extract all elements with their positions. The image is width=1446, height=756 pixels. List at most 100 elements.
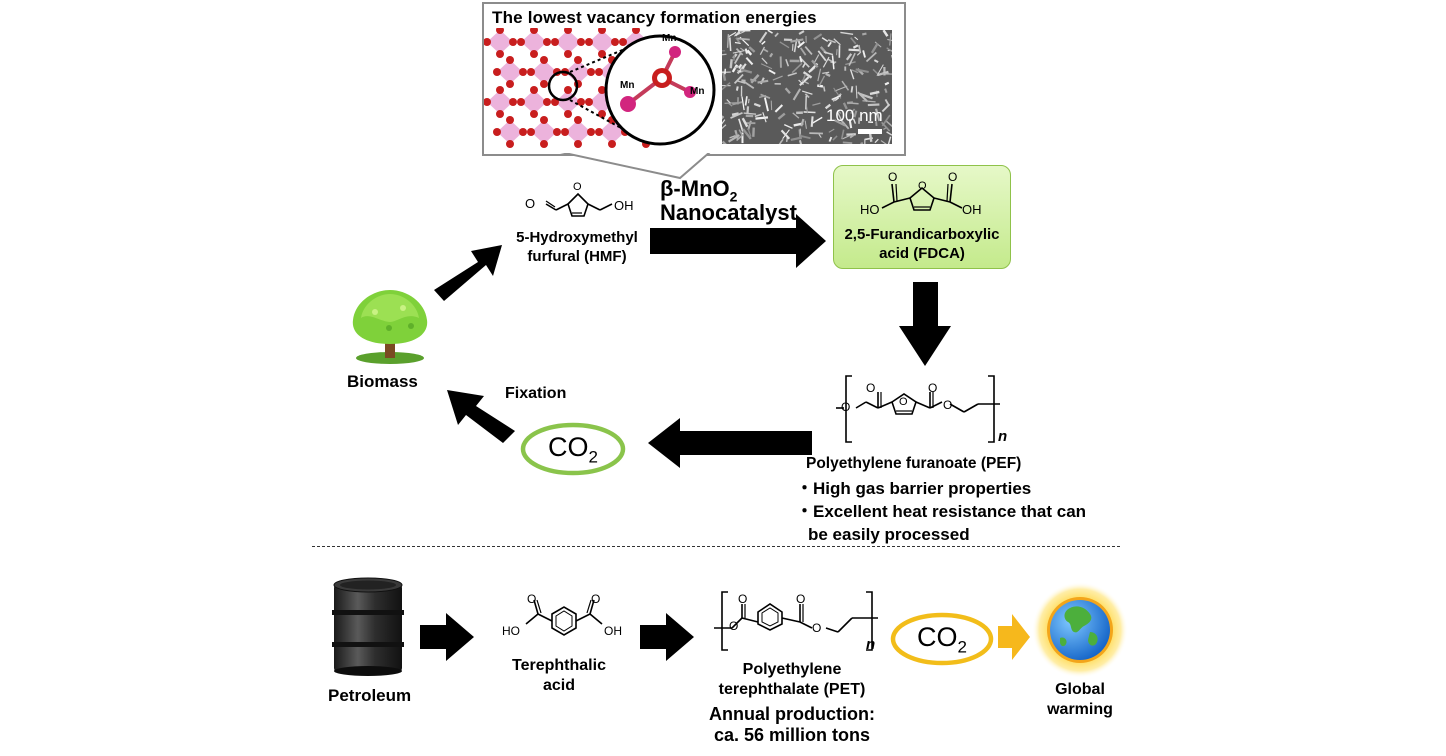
sem-texture-stroke <box>845 53 853 61</box>
global-warming-line2: warming <box>1047 701 1113 718</box>
pef-ester-o-right: O <box>943 398 953 412</box>
sem-texture-stroke <box>761 57 768 65</box>
sem-texture-stroke <box>812 102 821 106</box>
fdca-structure <box>881 183 963 211</box>
sem-texture-stroke <box>848 48 860 52</box>
tpa-ho: HO <box>502 624 520 638</box>
sem-texture-stroke <box>832 135 838 141</box>
hmf-name-line2: furfural (HMF) <box>527 248 627 265</box>
hmf-oh: OH <box>614 198 634 213</box>
sem-texture-stroke <box>738 63 747 73</box>
pet-name-line2: terephthalate (PET) <box>718 681 866 698</box>
sem-texture-stroke <box>827 41 832 48</box>
sem-texture-stroke <box>762 48 769 53</box>
sem-texture-stroke <box>886 131 892 136</box>
sem-texture-stroke <box>785 59 790 67</box>
lattice-oxygen-atom <box>619 38 627 46</box>
co2-bottom-ring <box>890 612 994 666</box>
sem-texture-stroke <box>763 97 769 112</box>
sem-texture-stroke <box>889 33 892 46</box>
lattice-octahedron <box>487 90 513 114</box>
fdca-name-line1: 2,5-Furandicarboxylic <box>844 226 1000 243</box>
sem-texture-stroke <box>746 49 753 56</box>
sem-texture-stroke <box>855 85 858 99</box>
lattice-oxygen-atom <box>493 68 501 76</box>
sem-texture-stroke <box>840 129 845 140</box>
sem-texture-stroke <box>817 50 827 62</box>
pef-carbonyl-o-right: O <box>928 381 938 395</box>
sem-texture-stroke <box>831 94 842 101</box>
lattice-oxygen-atom <box>564 28 572 34</box>
sem-texture-stroke <box>736 133 744 142</box>
lattice-oxygen-atom <box>540 116 548 124</box>
sem-texture-stroke <box>887 136 892 144</box>
sem-texture-stroke <box>729 134 736 139</box>
sem-texture-stroke <box>884 81 890 86</box>
sem-texture-stroke <box>854 36 859 41</box>
sem-texture-stroke <box>738 118 744 132</box>
lattice-oxygen-atom <box>598 110 606 118</box>
terephthalic-line1: Terephthalic <box>512 657 606 674</box>
sem-texture-stroke <box>760 63 773 70</box>
sem-texture-stroke <box>839 118 850 130</box>
lattice-oxygen-atom <box>585 98 593 106</box>
pet-structure <box>714 591 878 651</box>
sem-texture-stroke <box>769 52 774 58</box>
lattice-oxygen-atom <box>561 128 569 136</box>
lattice-oxygen-atom <box>611 38 619 46</box>
lattice-oxygen-atom <box>553 128 561 136</box>
sem-texture-stroke <box>726 34 730 48</box>
lattice-oxygen-atom <box>493 128 501 136</box>
lattice-oxygen-atom <box>587 128 595 136</box>
sem-texture-stroke <box>722 140 727 144</box>
lattice-octahedron <box>565 120 591 144</box>
fdca-box <box>833 165 1011 269</box>
pef-ester-o-left: O <box>841 400 851 414</box>
sem-texture-stroke <box>753 102 761 108</box>
sem-texture-stroke <box>818 75 826 87</box>
arrow-petroleum-to-terephthalic <box>420 613 474 661</box>
arrow-co2-to-biomass <box>447 390 515 443</box>
sem-texture-stroke <box>722 115 725 120</box>
sem-texture-stroke <box>869 90 880 96</box>
lattice-oxygen-atom <box>564 50 572 58</box>
sem-texture-stroke <box>852 118 857 124</box>
sem-texture-stroke <box>734 41 741 45</box>
fdca-ring-o: O <box>918 180 927 192</box>
sem-texture-stroke <box>885 120 892 128</box>
sem-texture-stroke <box>729 59 733 69</box>
sem-texture-stroke <box>799 47 807 56</box>
sem-texture-stroke <box>803 111 816 114</box>
sem-texture-stroke <box>784 87 791 95</box>
sem-texture-stroke <box>722 124 727 130</box>
sem-texture-stroke <box>759 46 766 56</box>
sem-texture-stroke <box>850 37 857 45</box>
sem-texture-stroke <box>728 134 740 143</box>
hmf-aldehyde-o: O <box>525 196 536 211</box>
lattice-oxygen-atom <box>540 80 548 88</box>
sem-texture-stroke <box>742 128 752 140</box>
sem-texture-stroke <box>799 134 811 140</box>
sem-texture-stroke <box>846 101 854 105</box>
sem-texture-stroke <box>836 49 838 56</box>
sem-texture-stroke <box>734 31 741 37</box>
pef-repeat-n: n <box>998 428 1008 445</box>
co2-top-ring <box>520 422 626 476</box>
biomass-label: Biomass <box>347 372 418 391</box>
sem-texture-stroke <box>850 86 854 93</box>
sem-texture-stroke <box>850 108 856 115</box>
sem-texture-stroke <box>758 31 768 44</box>
lattice-oxygen-atom <box>595 68 603 76</box>
sem-texture-stroke <box>802 74 807 82</box>
lattice-octahedron <box>565 60 591 84</box>
sem-texture-stroke <box>862 32 867 36</box>
lattice-oxygen-atom <box>543 38 551 46</box>
sem-texture-stroke <box>873 59 879 64</box>
sem-texture-stroke <box>798 30 805 35</box>
lattice-oxygen-atom <box>598 50 606 58</box>
sem-texture-stroke <box>853 110 858 118</box>
sem-texture-stroke <box>722 82 731 91</box>
catalyst-label-line1: β-MnO2 <box>660 176 738 205</box>
arrow-hmf-to-fdca <box>650 214 826 268</box>
sem-texture-stroke <box>780 129 791 140</box>
